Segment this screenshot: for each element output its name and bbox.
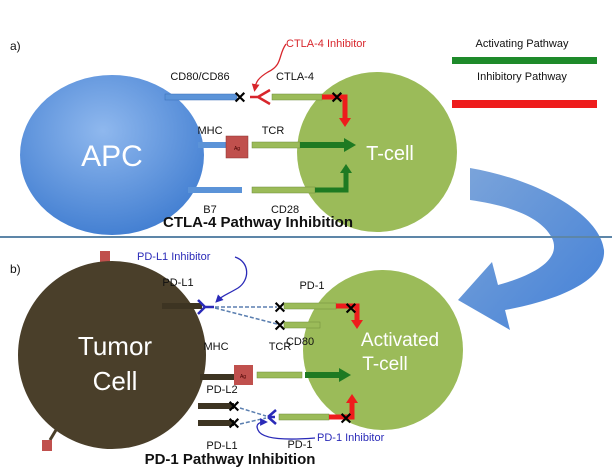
transition-arrow: [458, 168, 605, 330]
tcell-label: T-cell: [366, 143, 414, 165]
mhc-receptor: [198, 142, 228, 148]
cd80-cd86-label: CD80/CD86: [170, 71, 229, 83]
activated-tcell-line1: Activated: [361, 330, 439, 351]
tcr-label: TCR: [269, 341, 292, 353]
pd1-inhibitory-signal: [336, 303, 360, 322]
mhc-label: MHC: [203, 341, 228, 353]
block-x-icon: ✕: [273, 318, 286, 335]
legend-inhibitory-bar: [452, 100, 597, 108]
mhc-label: MHC: [197, 125, 222, 137]
tumor-label-line1: Tumor: [78, 331, 152, 361]
inhibitory-arrowhead: [346, 394, 358, 403]
tumor-antigen: [100, 251, 110, 262]
tumor-antigen: [42, 440, 52, 451]
block-x-icon: ✕: [273, 300, 286, 317]
b7-label: B7: [203, 204, 216, 216]
cd80-label: CD80: [286, 336, 314, 348]
pdl1-top-label: PD-L1: [162, 277, 193, 289]
panel-a-title: CTLA-4 Pathway Inhibition: [163, 214, 353, 231]
blocked-binding-line: [239, 417, 267, 425]
pd1-bottom-receptor: [278, 413, 330, 421]
antigen-label: Ag: [234, 146, 240, 152]
ctla4-label: CTLA-4: [276, 71, 314, 83]
pdl1-inhibitor-label: PD-L1 Inhibitor: [137, 251, 211, 263]
antigen-label: Ag: [240, 374, 246, 380]
activating-arrowhead: [339, 368, 351, 382]
b7-receptor: [188, 187, 242, 193]
activated-tcell: [303, 270, 463, 430]
cd28-activating-signal: [315, 172, 349, 193]
mhc-receptor: [200, 374, 236, 380]
tcr-receptor: [251, 141, 301, 149]
tcr-receptor: [256, 371, 303, 379]
pd1-bottom-label: PD-1: [287, 439, 312, 451]
cd80-cd86-receptor: [164, 93, 238, 101]
pd1-inhibitor-arrow: [256, 418, 316, 440]
pdl1-top-receptor: [162, 303, 202, 309]
pd1-top-receptor: [283, 302, 337, 310]
cd28-label: CD28: [271, 204, 299, 216]
block-x-icon: ✕: [330, 90, 343, 107]
pdl1-inhibitor-arrow: [215, 256, 248, 303]
inhibitory-arrowhead: [351, 320, 363, 329]
panel-b-title: PD-1 Pathway Inhibition: [145, 451, 316, 468]
ctla4-inhibitor-label: CTLA-4 Inhibitor: [286, 38, 366, 50]
pdl1-bottom-receptor: [198, 420, 234, 426]
activated-tcell-line2: T-cell: [362, 354, 407, 375]
pd1-inhibitory-signal: [329, 402, 355, 420]
pdl1-antibody-icon: [197, 299, 214, 315]
pdl1-bottom-label: PD-L1: [206, 440, 237, 452]
legend-activating-bar: [452, 57, 597, 64]
pd1-inhibitor-label: PD-1 Inhibitor: [317, 432, 385, 444]
tumor-label-line2: Cell: [93, 366, 138, 396]
block-x-icon: ✕: [227, 416, 240, 433]
antigen: [225, 135, 249, 159]
pdl2-receptor: [198, 403, 234, 409]
block-x-icon: ✕: [227, 399, 240, 416]
pd1-antibody-icon: [267, 409, 277, 425]
pd1-top-label: PD-1: [299, 280, 324, 292]
ctla4-inhibitory-signal: [322, 94, 348, 120]
panel-b-label: b): [10, 262, 21, 276]
ctla4-receptor: [271, 93, 323, 101]
panel-a-label: a): [10, 39, 21, 53]
cd80-receptor: [283, 321, 321, 329]
block-x-icon: ✕: [344, 301, 357, 318]
legend-inhibitory-label: Inhibitory Pathway: [477, 71, 567, 83]
activating-arrowhead: [344, 138, 356, 152]
tumor-cell: [18, 261, 206, 449]
blocked-binding-line: [214, 307, 278, 325]
activating-arrowhead: [340, 164, 352, 173]
block-x-icon: ✕: [339, 411, 352, 428]
legend-activating-label: Activating Pathway: [476, 38, 569, 50]
block-x-icon: ✕: [233, 90, 246, 107]
tcr-label: TCR: [262, 125, 285, 137]
apc-label: APC: [81, 140, 143, 173]
ctla4-inhibitor-arrow: [251, 43, 287, 92]
ctla4-antibody-icon: [250, 88, 271, 106]
blocked-binding-line: [239, 407, 267, 417]
antigen: [234, 365, 253, 385]
pdl2-label: PD-L2: [206, 384, 237, 396]
inhibitory-arrowhead: [339, 118, 351, 127]
cd28-receptor: [251, 186, 316, 194]
apc-cell: [20, 75, 204, 235]
